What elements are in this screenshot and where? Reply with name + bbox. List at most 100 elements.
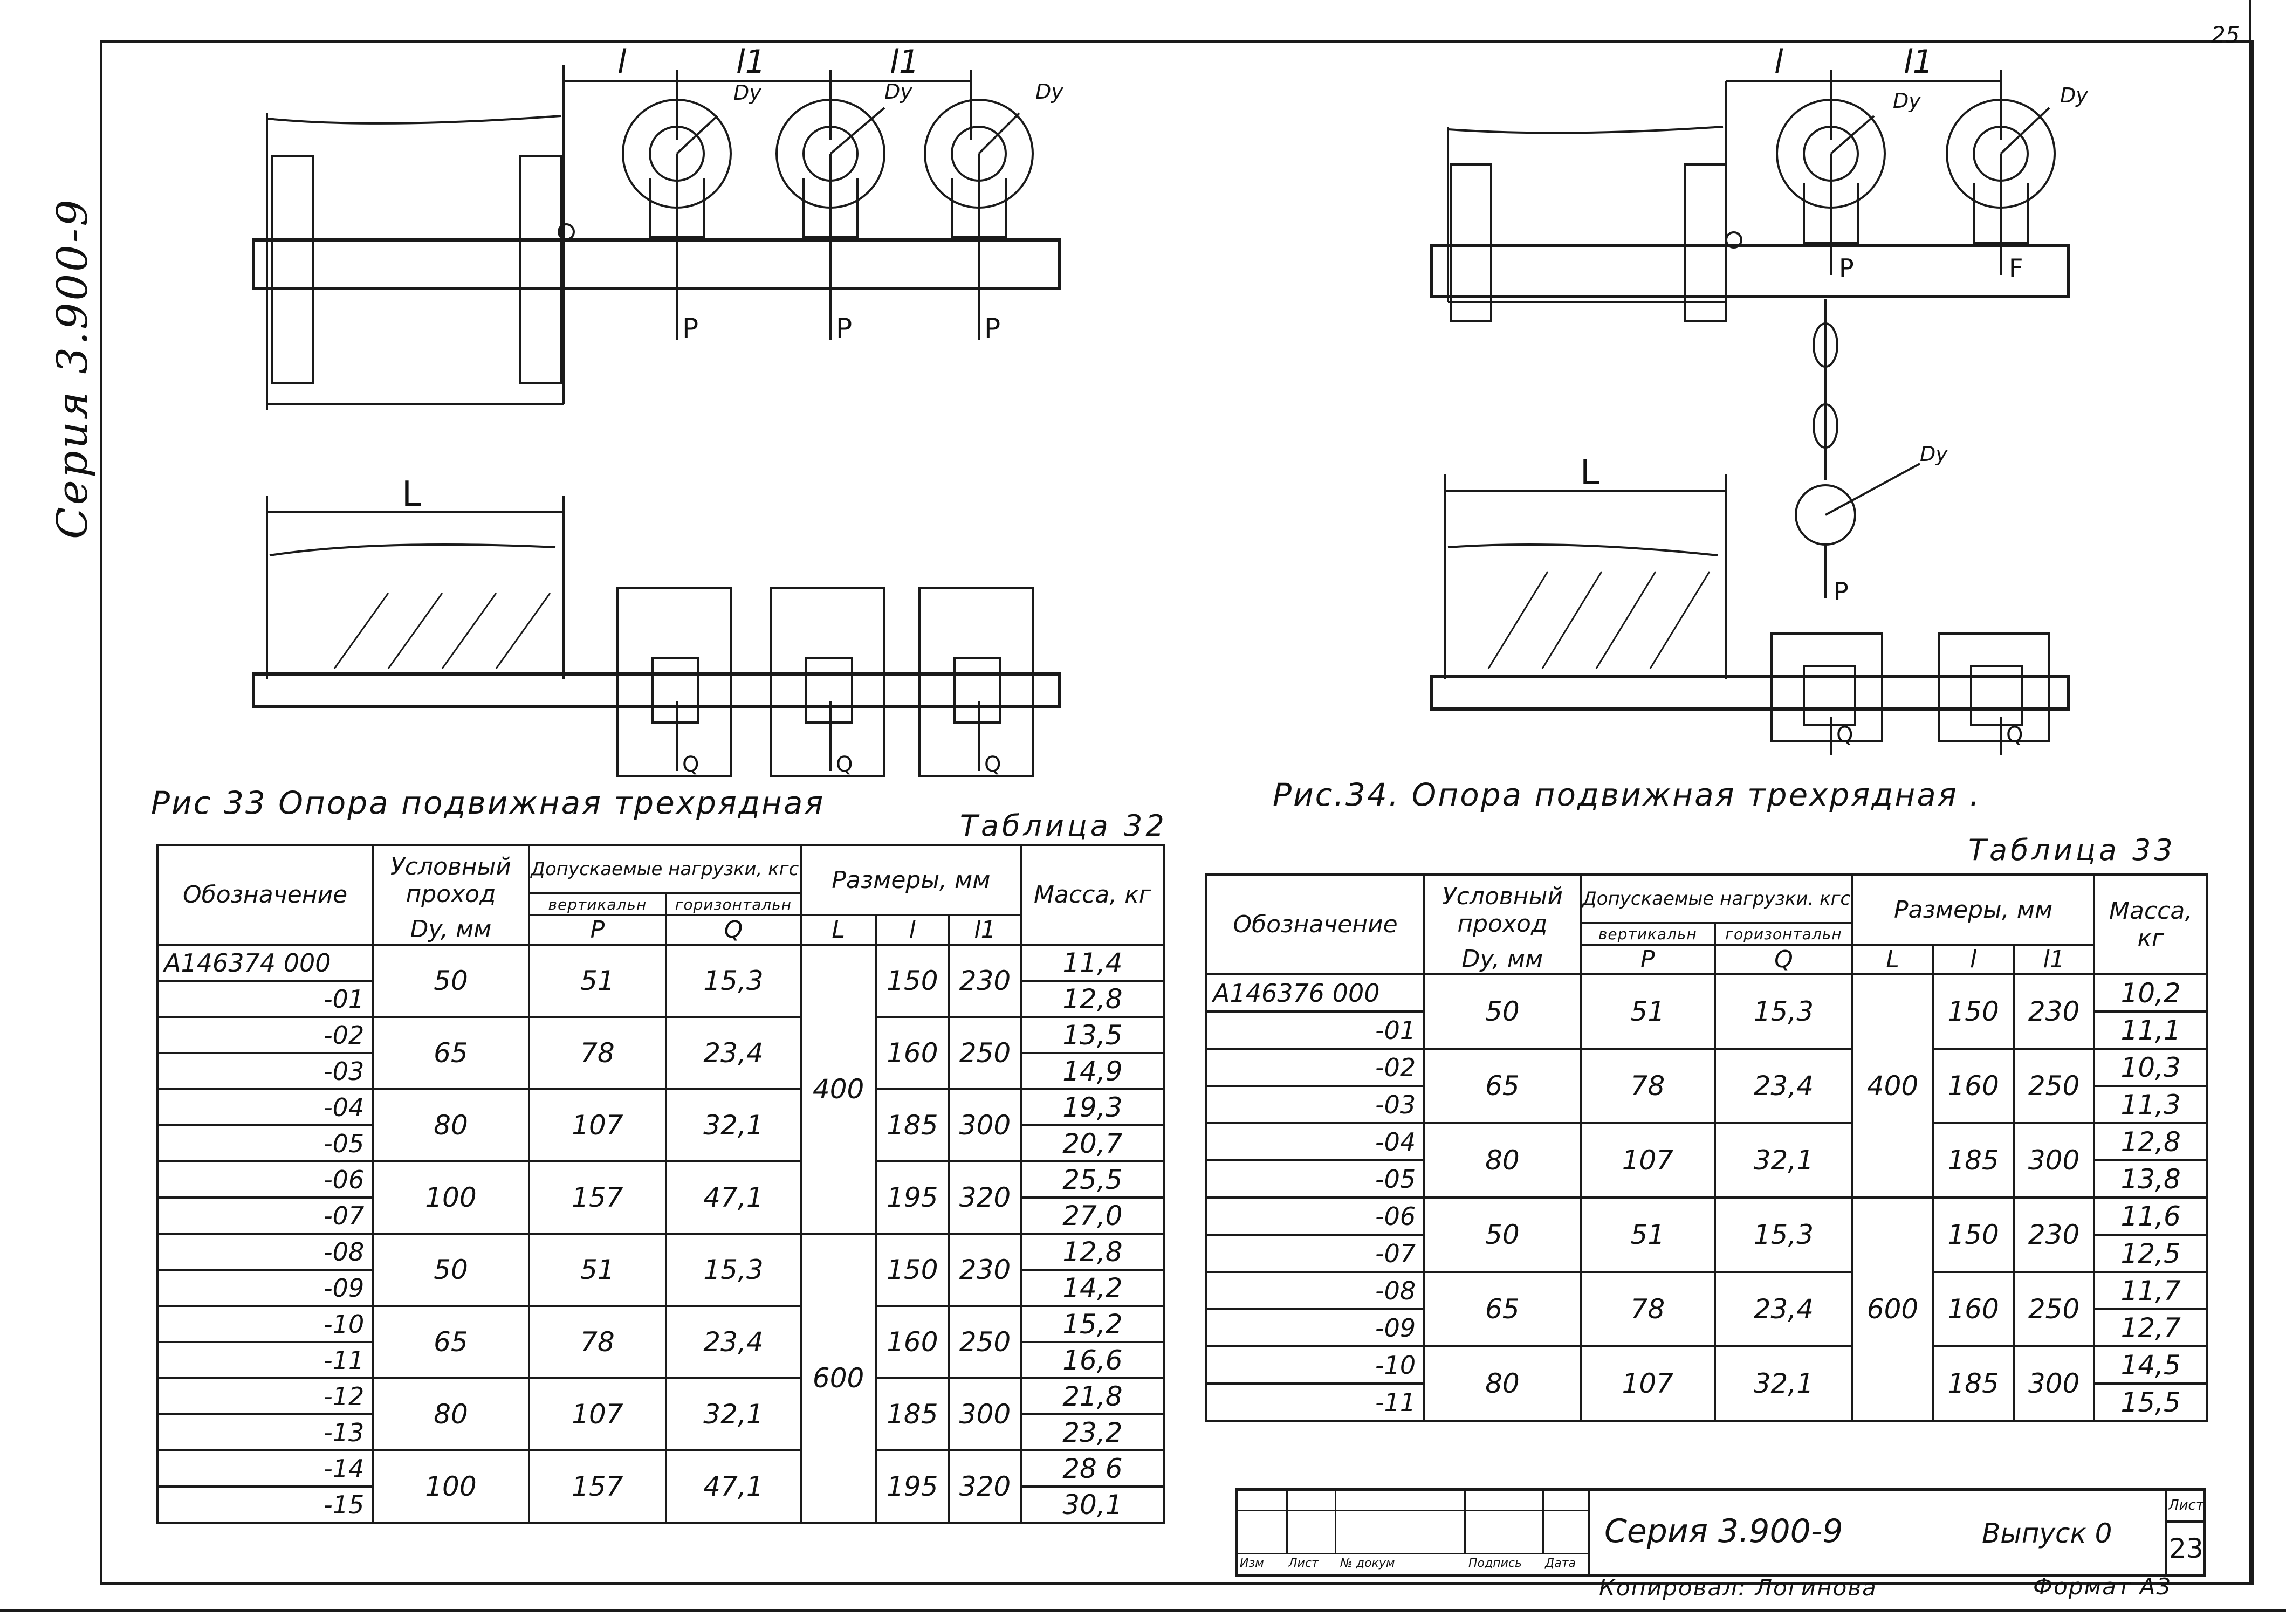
t33-header-bore: Условный проход <box>1423 873 1582 945</box>
t32-header-vert: вертикальн <box>527 892 668 916</box>
designation-cell: -03 <box>1205 1085 1426 1124</box>
mass-cell: 20,7 <box>1020 1124 1165 1162</box>
stamp-col-sign: Подпись <box>1468 1557 1522 1570</box>
mass-cell: 12,8 <box>1020 980 1165 1018</box>
mass-cell: 14,2 <box>1020 1269 1165 1307</box>
load-q-cell: 32,1 <box>1714 1122 1853 1199</box>
size-l1-cell: 320 <box>948 1160 1022 1235</box>
bore-cell: 50 <box>1423 973 1582 1050</box>
load-q-cell: 15,3 <box>665 1233 802 1307</box>
label-p-fig34: P <box>1839 253 1854 283</box>
load-p-cell: 78 <box>1579 1271 1717 1347</box>
size-l-cell: 160 <box>1932 1271 2015 1347</box>
t32-header-mass: Масса, кг <box>1020 844 1165 946</box>
label-p-fig34-b: P <box>1834 577 1849 606</box>
bore-cell: 65 <box>1423 1048 1582 1124</box>
dim-l-fig34: l <box>1774 43 1783 81</box>
bore-cell: 100 <box>372 1160 530 1235</box>
size-l-cell: 185 <box>875 1088 950 1162</box>
load-p-cell: 78 <box>1579 1048 1717 1124</box>
dim-L-fig33: L <box>402 474 421 514</box>
t33-header-q: Q <box>1714 944 1853 975</box>
designation-cell: -05 <box>1205 1160 1426 1199</box>
label-dy-fig33-c: Dy <box>1035 80 1063 104</box>
label-p-fig33-b: P <box>836 313 853 344</box>
designation-cell: -02 <box>156 1016 374 1054</box>
designation-cell: -10 <box>1205 1345 1426 1385</box>
designation-cell: -09 <box>156 1269 374 1307</box>
mass-cell: 19,3 <box>1020 1088 1165 1126</box>
load-q-cell: 15,3 <box>1714 1196 1853 1273</box>
t33-header-horiz: горизонтальн <box>1714 922 1853 946</box>
copied-by: Копировал: Логинова <box>1599 1574 1877 1601</box>
mass-cell: 27,0 <box>1020 1196 1165 1235</box>
stamp-series-title: Серия 3.900-9 <box>1604 1512 1843 1550</box>
load-q-cell: 15,3 <box>1714 973 1853 1050</box>
mass-cell: 30,1 <box>1020 1485 1165 1524</box>
load-p-cell: 51 <box>1579 1196 1717 1273</box>
load-p-cell: 51 <box>527 1233 668 1307</box>
t33-header-L: L <box>1851 944 1934 975</box>
mass-cell: 28 6 <box>1020 1449 1165 1488</box>
t33-header-l1: l1 <box>2012 944 2096 975</box>
stamp-issue: Выпуск 0 <box>1982 1518 2112 1549</box>
size-L-cell: 400 <box>799 944 877 1235</box>
size-l1-cell: 320 <box>948 1449 1022 1524</box>
fig33-caption: Рис 33 Опора подвижная трехрядная <box>151 785 825 821</box>
designation-cell: -01 <box>156 980 374 1018</box>
right-border-line <box>2249 0 2251 1582</box>
mass-cell: 10,3 <box>2093 1048 2208 1087</box>
size-l1-cell: 250 <box>948 1016 1022 1090</box>
load-q-cell: 15,3 <box>665 944 802 1018</box>
label-dy-fig33-b: Dy <box>884 80 912 104</box>
bore-cell: 80 <box>372 1088 530 1162</box>
t32-header-horiz: горизонтальн <box>665 892 802 916</box>
label-dy-fig33-a: Dy <box>733 81 761 105</box>
designation-cell: -07 <box>1205 1234 1426 1273</box>
bore-cell: 65 <box>372 1305 530 1379</box>
dim-l1-fig33-a: l1 <box>736 43 766 81</box>
load-q-cell: 47,1 <box>665 1449 802 1524</box>
designation-cell: -07 <box>156 1197 374 1235</box>
bore-cell: 80 <box>372 1377 530 1451</box>
label-dy-fig34-c: Dy <box>1920 442 1948 466</box>
t32-header-designation: Обозначение <box>156 844 374 946</box>
size-l1-cell: 230 <box>2012 1196 2096 1273</box>
label-q-fig33-b: Q <box>836 752 853 777</box>
load-q-cell: 23,4 <box>1714 1271 1853 1347</box>
designation-cell: -08 <box>1205 1271 1426 1310</box>
label-q-fig33-a: Q <box>682 752 699 777</box>
bore-cell: 80 <box>1423 1345 1582 1422</box>
load-q-cell: 32,1 <box>665 1088 802 1162</box>
bore-cell: 65 <box>1423 1271 1582 1347</box>
load-p-cell: 157 <box>527 1449 668 1524</box>
t32-header-q: Q <box>665 914 802 946</box>
size-l-cell: 160 <box>875 1305 950 1379</box>
mass-cell: 13,5 <box>1020 1016 1165 1054</box>
table-32: Обозначение Условный проход Допускаемые … <box>156 844 1165 1524</box>
load-p-cell: 107 <box>1579 1122 1717 1199</box>
size-l-cell: 160 <box>875 1016 950 1090</box>
load-p-cell: 107 <box>527 1377 668 1451</box>
bore-cell: 80 <box>1423 1122 1582 1199</box>
size-l-cell: 195 <box>875 1449 950 1524</box>
size-l1-cell: 300 <box>948 1088 1022 1162</box>
format-label: Формат А3 <box>2033 1573 2172 1600</box>
t33-header-mass: Масса, кг <box>2093 873 2208 975</box>
table-row: -01 12,8 <box>156 980 1165 1018</box>
size-l1-cell: 250 <box>2012 1048 2096 1124</box>
mass-cell: 21,8 <box>1020 1377 1165 1415</box>
designation-cell: -12 <box>156 1377 374 1415</box>
mass-cell: 11,1 <box>2093 1010 2208 1050</box>
size-l-cell: 185 <box>1932 1345 2015 1422</box>
size-l1-cell: 250 <box>948 1305 1022 1379</box>
